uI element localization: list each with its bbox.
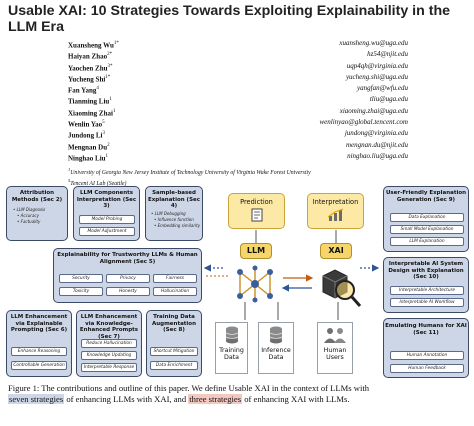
database-icon (225, 326, 238, 344)
author-email[interactable]: tliu@uga.edu (369, 95, 408, 104)
author-email[interactable]: jundong@virginia.edu (344, 129, 408, 138)
interpretable-ai-title: Interpretable AI System Design with Expl… (388, 261, 464, 280)
reduce-hallucination-pill[interactable]: Reduce Hallucination (81, 339, 137, 348)
people-icon (324, 328, 346, 343)
training-data-card[interactable]: Training Data (215, 322, 248, 374)
honesty-pill[interactable]: Honesty (106, 287, 150, 296)
author-email[interactable]: yangfan@wfu.edu (357, 84, 408, 93)
explainability-title: Explainability for Trustworthy LLMs & Hu… (57, 252, 198, 265)
training-augmentation-box[interactable]: Training Data Augmentation (Sec 8) Short… (146, 310, 202, 377)
data-enrichment-pill[interactable]: Data Enrichment (150, 361, 198, 370)
three-strategies-highlight: three strategies (188, 394, 243, 404)
brain-network-icon (237, 265, 273, 303)
knowledge-prompts-title: LLM Enhancement via Knowledge-Enhanced P… (79, 314, 139, 340)
author-row: Yaochen Zhu3*uqp4qh@virginia.edu (68, 61, 408, 72)
fairness-pill[interactable]: Fairness (153, 274, 197, 283)
attribution-methods-box[interactable]: Attribution Methods (Sec 2) LLM Diagnosi… (6, 186, 68, 241)
llm-label: LLM (240, 243, 272, 259)
enhance-reasoning-pill[interactable]: Enhance Reasoning (11, 347, 67, 356)
author-email[interactable]: hz54@njit.edu (367, 50, 408, 59)
sample-based-box[interactable]: Sample-based Explanation (Sec 4) LLM Deb… (145, 186, 203, 241)
llm-components-title: LLM Components Interpretation (Sec 3) (76, 190, 137, 209)
author-email[interactable]: xuansheng.wu@uga.edu (339, 39, 408, 47)
interpretable-architecture-pill[interactable]: Interpretable Architecture (390, 286, 464, 295)
user-friendly-title: User-Friendly Explanation Generation (Se… (385, 190, 467, 203)
human-feedback-pill[interactable]: Human Feedback (390, 364, 464, 373)
interpretable-ai-box[interactable]: Interpretable AI System Design with Expl… (383, 257, 469, 313)
author-row: Yucheng Shi1*yucheng.shi@uga.edu (68, 72, 408, 84)
sample-based-title: Sample-based Explanation (Sec 4) (147, 190, 201, 209)
author-email[interactable]: ninghao.liu@uga.edu (347, 151, 408, 160)
knowledge-prompts-box[interactable]: LLM Enhancement via Knowledge-Enhanced P… (76, 310, 142, 377)
author-row: Haiyan Zhao2*hz54@njit.edu (68, 50, 408, 61)
interpretable-ai-workflow-pill[interactable]: Interpretable AI Workflow (390, 298, 464, 307)
training-augmentation-title: Training Data Augmentation (Sec 8) (151, 314, 197, 333)
human-users-card[interactable]: Human Users (317, 322, 353, 374)
interpretable-response-pill[interactable]: Interpretable Response (81, 363, 137, 372)
security-pill[interactable]: Security (59, 274, 103, 283)
prediction-label: Prediction (240, 198, 273, 206)
small-model-explanation-pill[interactable]: Small Model Explanation (390, 225, 464, 234)
human-users-label: Human Users (323, 346, 347, 362)
xai-label: XAI (320, 243, 352, 259)
privacy-pill[interactable]: Privacy (106, 274, 150, 283)
attribution-methods-title: Attribution Methods (Sec 2) (11, 190, 63, 203)
controllable-generation-pill[interactable]: Controllable Generation (11, 361, 67, 370)
knowledge-updating-pill[interactable]: Knowledge Updating (81, 351, 137, 360)
explainability-box[interactable]: Explainability for Trustworthy LLMs & Hu… (53, 248, 202, 303)
author-row: Xuansheng Wu1*xuansheng.wu@uga.edu (68, 39, 408, 50)
human-annotation-pill[interactable]: Human Annotation (390, 351, 464, 360)
interpretation-bubble: Interpretation (307, 193, 364, 229)
chart-icon (327, 208, 343, 221)
user-friendly-box[interactable]: User-Friendly Explanation Generation (Se… (383, 186, 469, 252)
inference-data-card[interactable]: Inference Data (258, 322, 294, 374)
explainable-prompting-box[interactable]: LLM Enhancement via Explainable Promptin… (6, 310, 72, 377)
magnifier-cube-icon (322, 269, 362, 307)
author-list: Xuansheng Wu1*xuansheng.wu@uga.edu Haiya… (68, 38, 408, 162)
hallucination-pill[interactable]: Hallucination (153, 287, 197, 296)
author-email[interactable]: wenlinyao@global.tencent.com (319, 118, 408, 127)
seven-strategies-highlight: seven strategies (8, 394, 65, 404)
explainable-prompting-title: LLM Enhancement via Explainable Promptin… (10, 314, 68, 333)
author-email[interactable]: yucheng.shi@uga.edu (345, 72, 408, 81)
author-email[interactable]: mengnan.du@njit.edu (345, 140, 408, 149)
shortcut-mitigation-pill[interactable]: Shortcut Mitigation (150, 347, 198, 356)
paper-title: Usable XAI: 10 Strategies Towards Exploi… (8, 3, 451, 35)
figure-caption: Figure 1: The contributions and outline … (8, 383, 370, 404)
data-explanation-pill[interactable]: Data Explanation (390, 213, 464, 222)
inference-data-label: Inference Data (261, 346, 291, 362)
database-icon (269, 326, 283, 344)
emulating-humans-box[interactable]: Emulating Humans for XAI (Sec 11) Human … (383, 318, 469, 378)
toxicity-pill[interactable]: Toxicity (59, 287, 103, 296)
author-email[interactable]: xiaoming.zhai@uga.edu (339, 106, 408, 115)
llm-explanation-pill[interactable]: LLM Explanation (390, 237, 464, 246)
llm-components-box[interactable]: LLM Components Interpretation (Sec 3) Mo… (73, 186, 140, 241)
prediction-bubble: Prediction (228, 193, 285, 229)
author-email[interactable]: uqp4qh@virginia.edu (346, 61, 408, 70)
document-icon (251, 208, 262, 222)
emulating-humans-title: Emulating Humans for XAI (Sec 11) (385, 323, 467, 336)
model-probing-pill[interactable]: Model Probing (79, 215, 135, 224)
model-adjustment-pill[interactable]: Model Adjustment (79, 227, 135, 236)
training-data-label: Training Data (219, 346, 244, 362)
affiliations: 1University of Georgia New Jersey Instit… (68, 167, 311, 187)
interpretation-label: Interpretation (312, 198, 359, 206)
